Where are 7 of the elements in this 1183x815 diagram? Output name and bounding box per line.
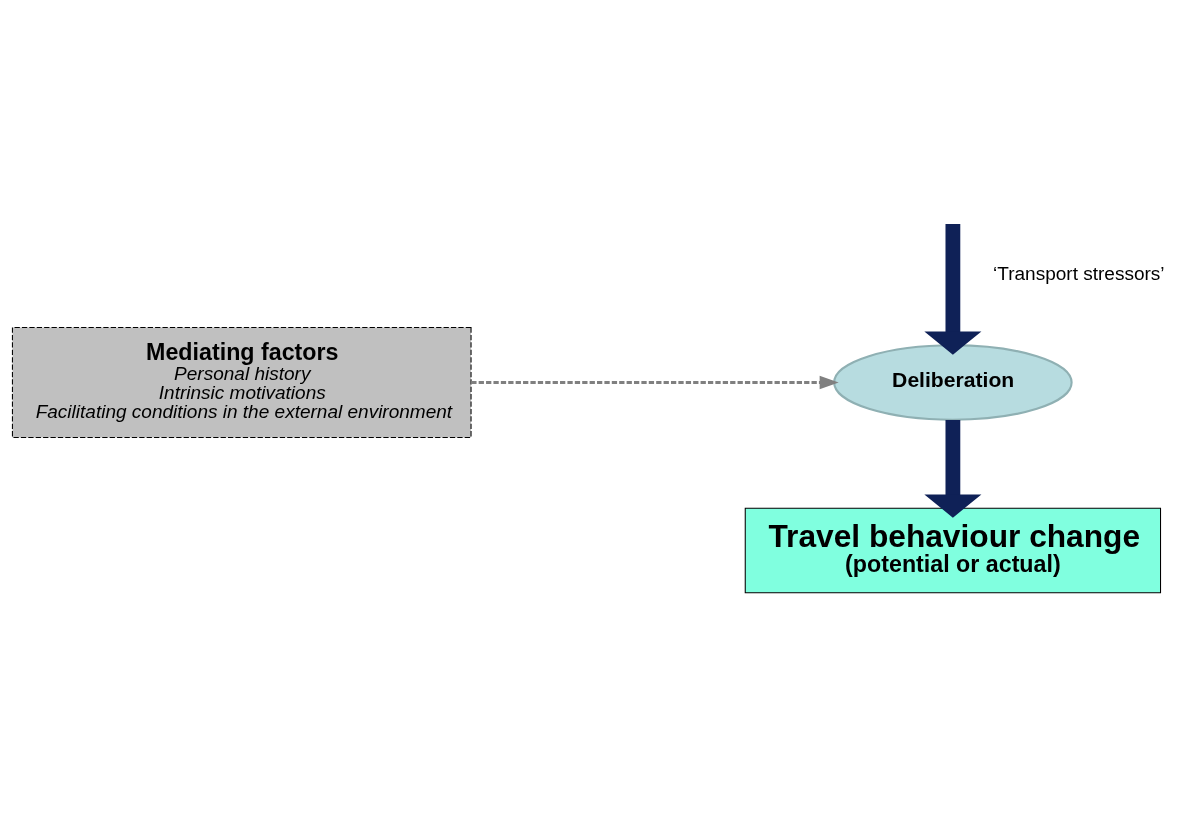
node-box: Mediating factors Personal history Intrinsic motivations Facilitating conditions in the external environment (11, 326, 472, 438)
node-box: Travel behaviour change (potential or actual) (744, 507, 1162, 593)
arrow (924, 419, 982, 518)
arrow (471, 375, 839, 389)
edge-label: ‘Transport stressors’ (993, 262, 1165, 284)
node-ellipse: Deliberation (833, 343, 1073, 421)
arrow (924, 223, 982, 355)
